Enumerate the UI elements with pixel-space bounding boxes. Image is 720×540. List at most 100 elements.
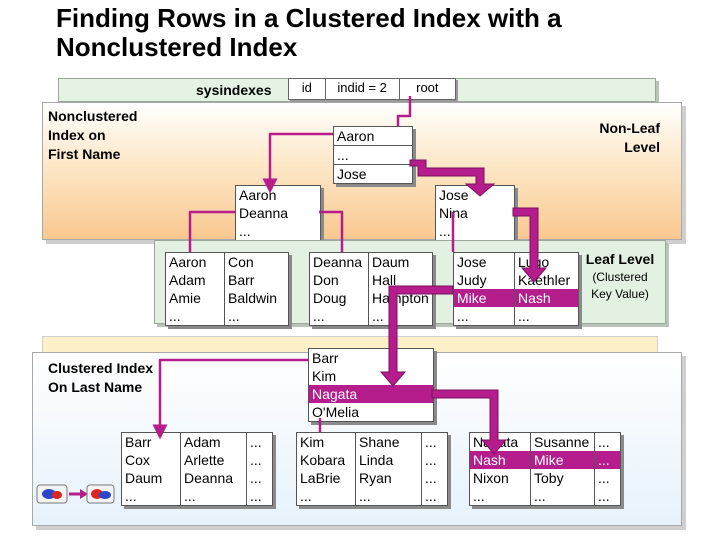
page-cell: Don bbox=[313, 272, 339, 288]
page-row: ......... bbox=[297, 487, 447, 505]
page-cell: Aaron bbox=[337, 128, 375, 144]
page-cell: ... bbox=[180, 487, 246, 505]
page-cell: ... bbox=[439, 223, 451, 239]
page-row: Aaron bbox=[334, 127, 412, 145]
page-cell: Aaron bbox=[169, 254, 207, 270]
page-cell: ... bbox=[421, 433, 447, 451]
page-cell: Kim bbox=[300, 434, 325, 450]
page-cell: ... bbox=[125, 488, 137, 504]
page-cell: Toby bbox=[530, 469, 594, 487]
page-cell: Daum bbox=[368, 253, 432, 271]
page-cell: O'Melia bbox=[312, 404, 360, 420]
page-cell: LaBrie bbox=[300, 470, 341, 486]
page-cell: Nixon bbox=[473, 470, 509, 486]
page-cell: Jose bbox=[337, 166, 367, 182]
page-cell: ... bbox=[594, 451, 620, 469]
page-cell: Kobara bbox=[300, 452, 346, 468]
page-row: ... bbox=[236, 222, 320, 240]
page-cell: ... bbox=[594, 487, 620, 505]
sysindexes-col-root: root bbox=[416, 80, 439, 95]
page-cell: ... bbox=[594, 433, 620, 451]
page-row: Nixon Toby... bbox=[470, 469, 620, 487]
page-cell: ... bbox=[457, 308, 469, 324]
page-cell: ... bbox=[421, 487, 447, 505]
title-line-1: Finding Rows in a Clustered Index with a bbox=[56, 3, 562, 33]
nonclustered-label-line: Index on bbox=[48, 127, 106, 143]
sysindexes-label: sysindexes bbox=[196, 82, 272, 98]
page-cell: Daum bbox=[125, 470, 163, 486]
page-cell: ... bbox=[594, 469, 620, 487]
page-cell: Jose bbox=[439, 187, 469, 203]
leaf-level-label: Leaf Level (Clustered Key Value) bbox=[578, 250, 662, 303]
slide-title: Finding Rows in a Clustered Index with a… bbox=[56, 4, 562, 62]
page-row: ... bbox=[436, 222, 514, 240]
page-cell: Hampton bbox=[368, 289, 432, 307]
page-cell: ... bbox=[368, 307, 432, 325]
page-cell: Con bbox=[224, 253, 288, 271]
page-cell: Nina bbox=[439, 205, 468, 221]
page-cell: ... bbox=[421, 469, 447, 487]
page-row: ... bbox=[334, 145, 412, 164]
page-cell: ... bbox=[530, 487, 594, 505]
highlighted-row: Nash Mike... bbox=[470, 451, 620, 469]
page-cell: Nagata bbox=[312, 386, 358, 402]
database-icons bbox=[36, 484, 115, 504]
page-row: Kim Shane... bbox=[297, 433, 447, 451]
page-cell: ... bbox=[313, 308, 325, 324]
page-cell: ... bbox=[421, 451, 447, 469]
page-row: ...... bbox=[310, 307, 432, 325]
page-cell: Cox bbox=[125, 452, 150, 468]
nonleaf-label: Non-Leaf Level bbox=[560, 119, 660, 157]
page-cell: Kim bbox=[312, 368, 337, 384]
clustered-label: Clustered Index On Last Name bbox=[48, 359, 153, 397]
page-cell: Amie bbox=[169, 290, 201, 306]
leaf-level-sub: (Clustered bbox=[592, 270, 648, 284]
page-row: Amie Baldwin bbox=[166, 289, 288, 307]
page-cell: Deanna bbox=[239, 205, 289, 221]
nc-mid-right-page: Jose Nina ... bbox=[435, 185, 515, 241]
sysindexes-row: id indid = 2 root bbox=[288, 78, 456, 100]
nonleaf-label-line: Level bbox=[624, 139, 660, 155]
page-row: Kim bbox=[309, 367, 433, 385]
page-cell: Judy bbox=[457, 272, 487, 288]
page-row: O'Melia bbox=[309, 403, 433, 421]
page-cell: Barr bbox=[312, 350, 339, 366]
page-cell: ... bbox=[224, 307, 288, 325]
leaf-level-sub: Key Value) bbox=[591, 287, 649, 301]
nc-mid-left-page: Aaron Deanna ... bbox=[235, 185, 321, 241]
arrow-head-icon bbox=[80, 489, 88, 499]
page-cell: Shane bbox=[355, 433, 421, 451]
page-cell: Mike bbox=[530, 451, 594, 469]
page-cell: Lugo bbox=[514, 253, 578, 271]
page-row: Aaron bbox=[236, 186, 320, 204]
page-cell: ... bbox=[239, 223, 251, 239]
page-cell: Nash bbox=[514, 289, 578, 307]
clustered-label-line: Clustered Index bbox=[48, 360, 154, 376]
page-row: Jose bbox=[334, 164, 412, 183]
page-cell: Baldwin bbox=[224, 289, 288, 307]
page-cell: Nash bbox=[473, 452, 506, 468]
page-row: ...... bbox=[166, 307, 288, 325]
page-cell: ... bbox=[473, 488, 485, 504]
page-row: Deanna bbox=[236, 204, 320, 222]
sysindexes-col-id: id bbox=[289, 79, 326, 99]
page-cell: Nagata bbox=[473, 434, 519, 450]
database-icon bbox=[86, 484, 115, 504]
page-row: Jose bbox=[436, 186, 514, 204]
page-row: Aaron Con bbox=[166, 253, 288, 271]
